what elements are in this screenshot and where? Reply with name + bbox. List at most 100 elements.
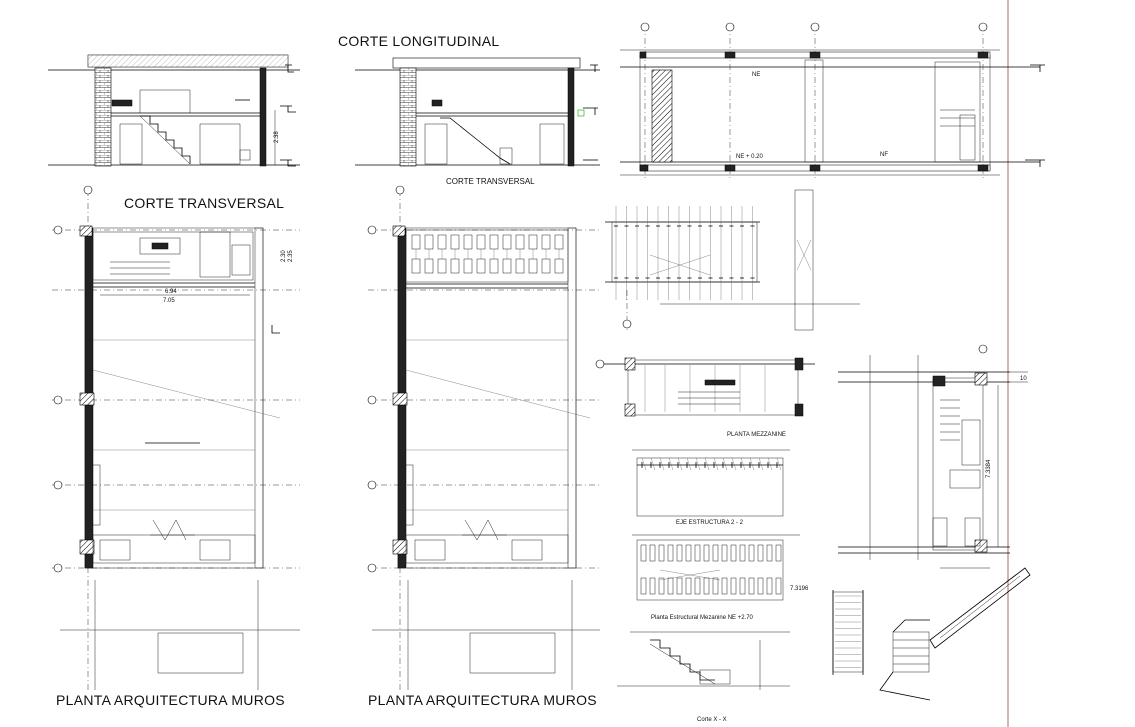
drawing-rect: [739, 577, 746, 595]
drawing-rect: [712, 577, 719, 595]
drawing-line: [704, 457, 710, 471]
drawing-rect: [757, 544, 764, 562]
level-ne-020: NE + 0.20: [736, 154, 764, 160]
framing-lines: [614, 206, 755, 300]
dim-10: 10: [1020, 376, 1027, 382]
drawing-rect: [424, 234, 434, 250]
drawing-rect: [748, 577, 755, 595]
plan-middle: PLANTA ARQUITECTURA MUROS: [367, 185, 600, 708]
drawing-line: [686, 457, 692, 471]
drawing-rect: [694, 577, 701, 595]
dim-73384: 7.3384: [986, 459, 992, 478]
drawing-rect: [766, 577, 773, 595]
plan-left: 6.94 7.05 2.30 2.35 PLANTA ARQUITECTURA …: [52, 185, 300, 708]
drawing-rect: [411, 234, 421, 250]
corte-xx: Corte X - X: [617, 639, 790, 723]
drawing-rect: [649, 577, 656, 595]
drawing-rect: [476, 234, 486, 250]
drawing-rect: [528, 258, 538, 274]
drawing-rect: [775, 577, 782, 595]
dim-705: 7.05: [163, 298, 175, 304]
drawing-line: [758, 457, 764, 471]
drawing-rect: [463, 258, 473, 274]
corte-transversal-small-label: CORTE TRANSVERSAL: [446, 177, 535, 186]
section-middle: CORTE TRANSVERSAL: [355, 57, 600, 186]
drawing-rect: [424, 258, 434, 274]
planta-muros-1-label: PLANTA ARQUITECTURA MUROS: [56, 692, 285, 708]
drawing-rect: [685, 577, 692, 595]
drawing-rect: [554, 258, 564, 274]
drawing-rect: [502, 258, 512, 274]
drawing-rect: [685, 544, 692, 562]
framing-detail: [605, 189, 860, 331]
level-ne: NE: [752, 72, 760, 78]
drawing-line: [650, 457, 656, 471]
mezzanine-plan: PLANTA MEZZANINE: [595, 357, 815, 438]
drawing-rect: [541, 234, 551, 250]
eje-estructura: EJE ESTRUCTURA 2 - 2: [632, 449, 790, 526]
drawing-line: [677, 457, 683, 471]
drawing-rect: [528, 234, 538, 250]
dim-694: 6.94: [165, 289, 177, 295]
drawing-rect: [658, 544, 665, 562]
corte-transversal-label: CORTE TRANSVERSAL: [124, 195, 284, 211]
drawing-line: [668, 457, 674, 471]
section-right: NE NE + 0.20 NF: [620, 22, 1045, 180]
drawing-rect: [676, 577, 683, 595]
drawing-rect: [703, 577, 710, 595]
drawing-rect: [703, 544, 710, 562]
dim-230: 2.30: [281, 250, 287, 262]
plan-detail-right: 7.3384 10: [838, 344, 1028, 569]
drawing-line: [722, 457, 728, 471]
drawing-rect: [640, 544, 647, 562]
drawing-rect: [721, 544, 728, 562]
eje-estructura-label: EJE ESTRUCTURA 2 - 2: [676, 520, 744, 526]
drawing-rect: [515, 258, 525, 274]
drawing-rect: [437, 234, 447, 250]
drawing-line: [641, 457, 647, 471]
drawing-rect: [739, 544, 746, 562]
planta-estructural-label: Planta Estructural Mezanine NE +2.70: [651, 615, 754, 621]
drawing-line: [731, 457, 737, 471]
drawing-rect: [712, 544, 719, 562]
drawing-rect: [411, 258, 421, 274]
drawing-rect: [640, 577, 647, 595]
drawing-rect: [658, 577, 665, 595]
stair-treads: [835, 595, 861, 668]
drawing-rect: [649, 544, 656, 562]
drawing-rect: [667, 577, 674, 595]
planta-estructural: 7.3196 Planta Estructural Mezanine NE +2…: [630, 534, 809, 633]
joist-grid: [411, 234, 564, 274]
drawing-rect: [450, 258, 460, 274]
drawing-line: [713, 457, 719, 471]
drawing-rect: [489, 234, 499, 250]
drawing-line: [767, 457, 773, 471]
drawing-rect: [450, 234, 460, 250]
drawing-rect: [667, 544, 674, 562]
drawing-line: [776, 457, 782, 471]
drawing-rect: [721, 577, 728, 595]
drawing-line: [659, 457, 665, 471]
drawing-rect: [676, 544, 683, 562]
drawing-rect: [766, 544, 773, 562]
drawing-rect: [554, 234, 564, 250]
drawing-rect: [775, 544, 782, 562]
stair-details: [832, 567, 1031, 701]
drawing-line: [749, 457, 755, 471]
drawing-line: [695, 457, 701, 471]
drawing-rect: [463, 234, 473, 250]
drawing-rect: [437, 258, 447, 274]
dim-height: 2.38: [274, 131, 280, 143]
drawing-rect: [541, 258, 551, 274]
corte-longitudinal-label: CORTE LONGITUDINAL: [338, 33, 500, 49]
level-nf: NF: [880, 152, 888, 158]
drawing-rect: [476, 258, 486, 274]
drawing-rect: [757, 577, 764, 595]
drawing-rect: [502, 234, 512, 250]
planta-mezzanine-label: PLANTA MEZZANINE: [727, 432, 786, 438]
drawing-rect: [515, 234, 525, 250]
struct-grid: [640, 544, 782, 595]
planta-muros-2-label: PLANTA ARQUITECTURA MUROS: [368, 692, 597, 708]
drawing-rect: [748, 544, 755, 562]
